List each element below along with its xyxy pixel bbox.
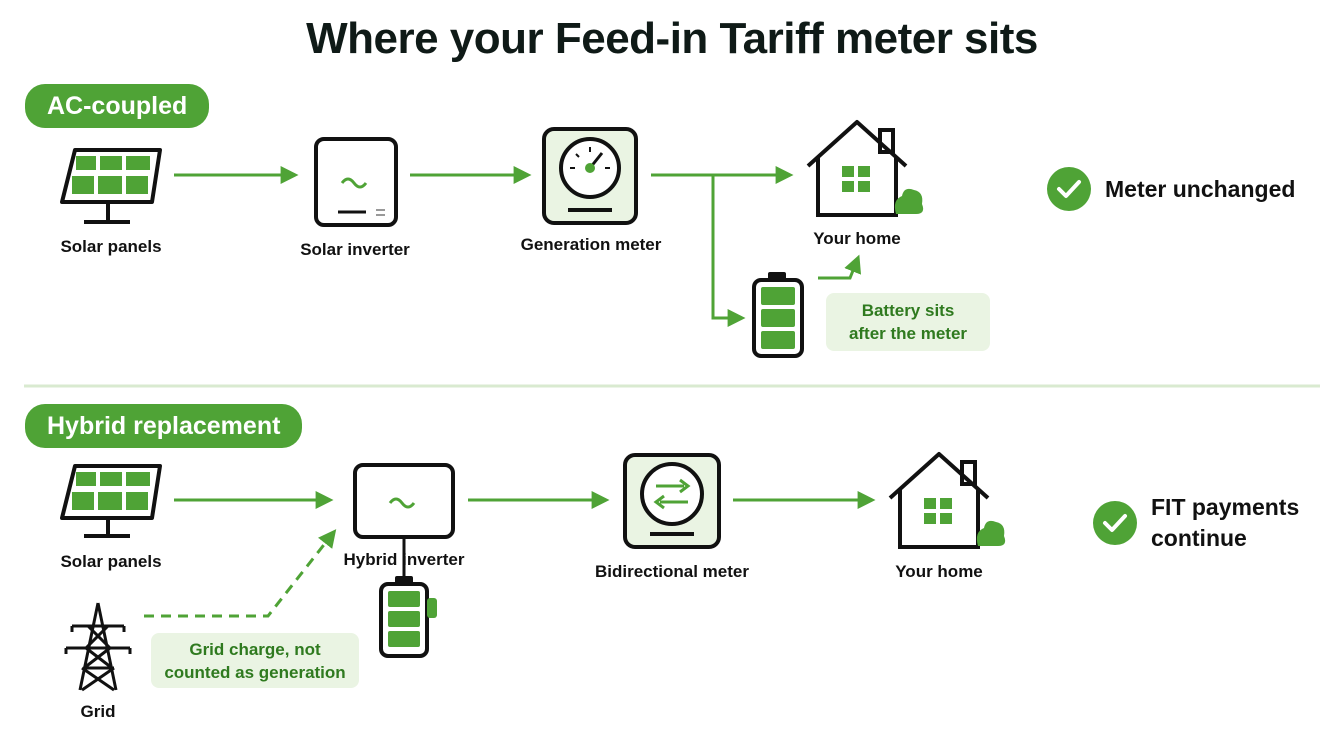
section-heading-hybrid: Hybrid replacement xyxy=(25,404,303,448)
label-hybrid-inverter: Hybrid inverter xyxy=(343,550,465,569)
house-icon xyxy=(888,452,1006,549)
status-line1: FIT payments xyxy=(1151,494,1300,520)
battery-icon xyxy=(752,272,804,358)
battery-note-line1: Battery sits xyxy=(861,301,955,320)
status-hybrid: FIT payments continue xyxy=(1093,492,1299,554)
inverter-icon xyxy=(353,463,455,539)
page-title: Where your Feed-in Tariff meter sits xyxy=(306,14,1038,63)
label-your-home: Your home xyxy=(813,229,901,248)
grid-note-line1: Grid charge, not xyxy=(189,640,321,659)
solar-panel-icon xyxy=(60,148,162,224)
grid-charge-note: Grid charge, not counted as generation xyxy=(151,633,359,688)
inverter-icon xyxy=(314,137,398,227)
status-line2: continue xyxy=(1151,525,1247,551)
label-generation-meter: Generation meter xyxy=(520,235,662,254)
gauge-meter-icon xyxy=(542,127,638,225)
label-solar-inverter: Solar inverter xyxy=(300,240,410,259)
status-ac-coupled: Meter unchanged xyxy=(1047,167,1295,211)
flow-arrow xyxy=(818,254,862,280)
section-heading-ac-coupled: AC-coupled xyxy=(25,84,210,128)
bidirectional-meter-icon xyxy=(623,453,721,549)
battery-note-line2: after the meter xyxy=(848,324,968,343)
solar-panel-icon xyxy=(60,464,162,538)
grid-note-line2: counted as generation xyxy=(164,663,346,682)
label-bidirectional-meter: Bidirectional meter xyxy=(595,562,749,581)
grid-charge-arrow xyxy=(144,529,337,618)
check-icon xyxy=(1047,167,1091,211)
label-grid: Grid xyxy=(80,702,116,721)
label-solar-panels: Solar panels xyxy=(60,552,162,571)
status-text: FIT payments continue xyxy=(1151,492,1299,554)
label-solar-panels: Solar panels xyxy=(60,237,162,256)
battery-icon xyxy=(379,576,437,658)
flow-arrow xyxy=(711,175,746,327)
house-icon xyxy=(806,120,924,217)
status-text: Meter unchanged xyxy=(1105,175,1296,202)
battery-note: Battery sits after the meter xyxy=(826,293,990,351)
label-your-home: Your home xyxy=(895,562,983,581)
check-icon xyxy=(1093,501,1137,545)
pylon-icon xyxy=(64,602,132,692)
